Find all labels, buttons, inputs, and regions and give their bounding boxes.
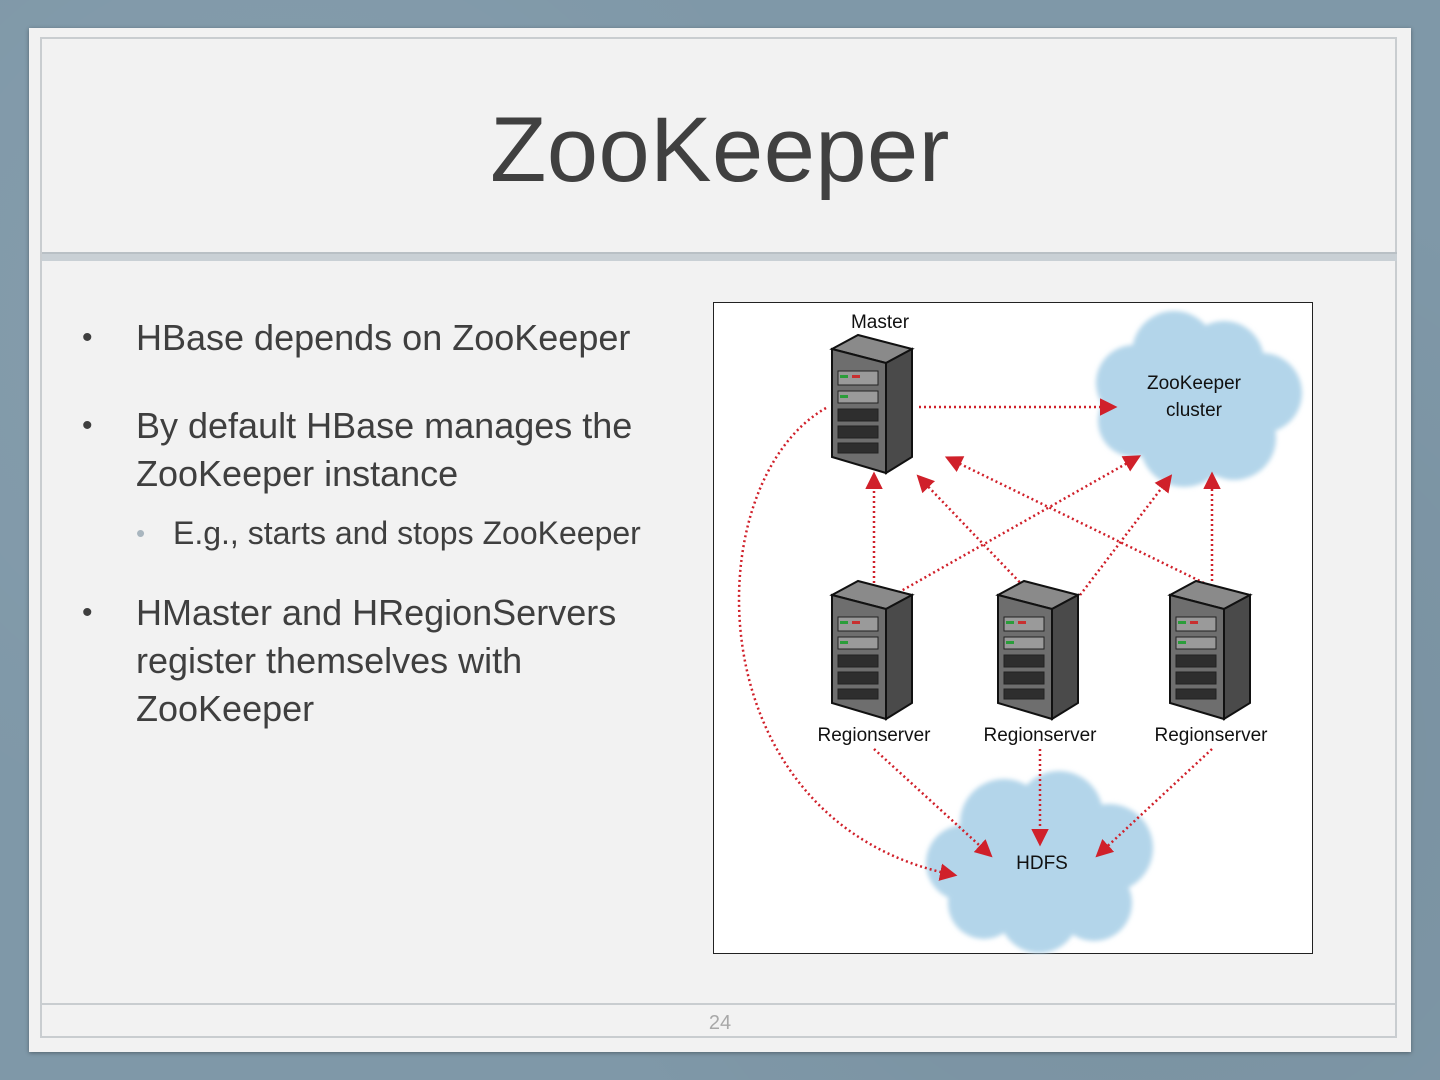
regionserver-icon (831, 580, 913, 720)
regionserver-icon (997, 580, 1079, 720)
page-number: 24 (708, 1012, 732, 1034)
sub-bullet-item: • E.g., starts and stops ZooKeeper (136, 512, 690, 555)
zookeeper-label-line1: ZooKeeper (1147, 373, 1242, 394)
sub-bullet-dot-icon: • (136, 518, 146, 548)
bullet-item: • HMaster and HRegionServers register th… (80, 589, 690, 733)
title-divider (42, 252, 1397, 261)
regionserver-label: Regionserver (818, 725, 932, 746)
bullet-dot-icon: • (82, 409, 93, 442)
slide: ZooKeeper • HBase depends on ZooKeeper •… (29, 28, 1411, 1052)
bullet-dot-icon: • (82, 596, 93, 629)
bullet-text: HBase depends on ZooKeeper (136, 317, 631, 358)
regionserver-icon (1169, 580, 1251, 720)
bullet-item: • By default HBase manages the ZooKeeper… (80, 402, 690, 555)
regionserver-label: Regionserver (1155, 725, 1269, 746)
sub-bullet-text: E.g., starts and stops ZooKeeper (173, 515, 641, 551)
slide-title: ZooKeeper (490, 99, 950, 201)
regionserver-label: Regionserver (984, 725, 1098, 746)
bullet-text: HMaster and HRegionServers register them… (136, 592, 617, 729)
bullet-dot-icon: • (82, 321, 93, 354)
zookeeper-label-line2: cluster (1166, 400, 1223, 421)
bullet-list: • HBase depends on ZooKeeper • By defaul… (80, 314, 690, 773)
diagram-svg: ZooKeeper cluster HDFS (737, 311, 1302, 953)
hbase-architecture-diagram: ZooKeeper cluster HDFS (713, 302, 1313, 954)
footer-divider (42, 1003, 1397, 1005)
bullet-text: By default HBase manages the ZooKeeper i… (136, 405, 633, 494)
zookeeper-cloud-icon (1096, 311, 1302, 487)
master-server-icon (831, 334, 913, 474)
hdfs-label: HDFS (1016, 853, 1068, 874)
bullet-item: • HBase depends on ZooKeeper (80, 314, 690, 362)
master-label: Master (851, 312, 910, 333)
slide-frame (40, 37, 1397, 1038)
connection-arrows (737, 398, 1221, 881)
